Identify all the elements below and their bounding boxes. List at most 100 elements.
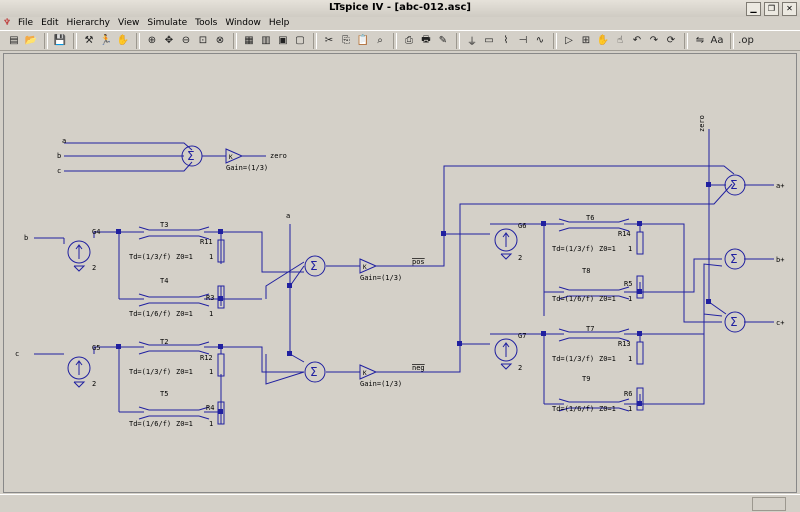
toolbar-separator <box>456 32 460 49</box>
rotate-icon[interactable]: ⟳ <box>666 35 676 46</box>
gain-pos-label: Gain=(1/3) <box>360 274 402 282</box>
open-icon[interactable]: 📂 <box>24 35 38 46</box>
r12-label: R12 <box>200 354 213 362</box>
zoom-full-icon[interactable]: ⊡ <box>198 35 208 46</box>
find-icon[interactable]: ⌕ <box>377 35 383 46</box>
spice-directive-icon[interactable]: .op <box>738 35 754 46</box>
menu-file[interactable]: File <box>18 18 34 28</box>
app-icon[interactable]: ♆ <box>2 18 12 28</box>
cut-icon[interactable]: ✂ <box>324 35 334 46</box>
menu-tools[interactable]: Tools <box>195 18 218 28</box>
new-schematic-icon[interactable]: ▤ <box>9 35 19 46</box>
r14-value: 1 <box>628 245 632 253</box>
run-icon[interactable]: 🏃 <box>99 35 113 46</box>
zero-in-label: zero <box>698 115 706 132</box>
zoom-out-icon[interactable]: ⊖ <box>181 35 191 46</box>
menu-help[interactable]: Help <box>268 18 290 28</box>
toolbar-separator <box>73 32 77 49</box>
menu-view[interactable]: View <box>118 18 140 28</box>
t5-td: Td=(1/6/f) <box>129 420 171 428</box>
t2-z0: Z0=1 <box>176 368 193 376</box>
menu-simulate[interactable]: Simulate <box>147 18 188 28</box>
t9-name: T9 <box>582 375 590 383</box>
r3-label: R3 <box>206 294 214 302</box>
title-bar: LTspice IV - [abc-012.asc] ▁ ❐ ✕ <box>0 0 800 18</box>
t3-z0: Z0=1 <box>176 253 193 261</box>
status-panel <box>752 497 786 511</box>
t5-z0: Z0=1 <box>176 420 193 428</box>
t4-td: Td=(1/6/f) <box>129 310 171 318</box>
a-plus-label: a+ <box>776 182 784 190</box>
toolbar-separator <box>553 32 557 49</box>
control-panel-icon[interactable]: ⚒ <box>84 35 94 46</box>
node-a-label: a <box>286 212 290 220</box>
diode-icon[interactable]: ▷ <box>565 35 573 46</box>
gain-neg-label: Gain=(1/3) <box>360 380 402 388</box>
t7-td: Td=(1/3/f) <box>552 355 594 363</box>
text-icon[interactable]: Aa <box>710 35 724 46</box>
paste-icon[interactable]: 📋 <box>356 35 370 46</box>
move-icon[interactable]: ✋ <box>596 35 610 46</box>
halt-icon[interactable]: ✋ <box>116 35 130 46</box>
zoom-in-icon[interactable]: ⊕ <box>147 35 157 46</box>
t2-name: T2 <box>160 338 168 346</box>
status-bar <box>0 494 800 512</box>
r11-value: 1 <box>209 253 213 261</box>
inductor-icon[interactable]: ∿ <box>535 35 545 46</box>
t5-name: T5 <box>160 390 168 398</box>
tile-icon[interactable]: ▥ <box>261 35 271 46</box>
label-icon[interactable]: ▭ <box>484 35 494 46</box>
r6-value: 1 <box>628 405 632 413</box>
t4-name: T4 <box>160 277 168 285</box>
schematic-canvas[interactable]: Σ <box>3 53 797 493</box>
menu-edit[interactable]: Edit <box>41 18 59 28</box>
close-button[interactable]: ✕ <box>782 2 797 16</box>
redo-icon[interactable]: ↷ <box>649 35 659 46</box>
mirror-icon[interactable]: ⇋ <box>695 35 705 46</box>
window-controls: ▁ ❐ ✕ <box>746 2 797 16</box>
pos-label: pos <box>412 258 425 266</box>
r13-label: R13 <box>618 340 631 348</box>
minimize-button[interactable]: ▁ <box>746 2 761 16</box>
cascade-icon[interactable]: ▣ <box>278 35 288 46</box>
r5-value: 1 <box>628 295 632 303</box>
copy-icon[interactable]: ⎘ <box>342 35 350 46</box>
print-icon[interactable]: 🖶 <box>421 34 431 45</box>
r13-value: 1 <box>628 355 632 363</box>
g7-label: G7 <box>518 332 526 340</box>
r4-label: R4 <box>206 404 214 412</box>
save-icon[interactable]: 💾 <box>53 35 67 46</box>
t6-td: Td=(1/3/f) <box>552 245 594 253</box>
resistors <box>217 231 644 425</box>
restore-button[interactable]: ❐ <box>764 2 779 16</box>
t7-z0: Z0=1 <box>599 355 616 363</box>
menu-bar: ♆ File Edit Hierarchy View Simulate Tool… <box>0 17 800 29</box>
drag-icon[interactable]: ☝ <box>616 35 624 46</box>
ground-icon[interactable]: ⏚ <box>467 37 477 48</box>
r4-value: 1 <box>209 420 213 428</box>
close-windows-icon[interactable]: ▢ <box>295 35 305 46</box>
menu-hierarchy[interactable]: Hierarchy <box>66 18 111 28</box>
menu-window[interactable]: Window <box>225 18 261 28</box>
t6-name: T6 <box>586 214 594 222</box>
undo-icon[interactable]: ↶ <box>632 35 642 46</box>
r3-value: 1 <box>209 310 213 318</box>
g5-value: 2 <box>92 380 96 388</box>
component-icon[interactable]: ⊞ <box>581 35 591 46</box>
cancel-icon[interactable]: ⊗ <box>215 35 225 46</box>
gain-top-label: Gain=(1/3) <box>226 164 268 172</box>
input-c2-label: c <box>15 350 19 358</box>
r6-label: R6 <box>624 390 632 398</box>
pan-icon[interactable]: ✥ <box>164 35 174 46</box>
gain-blocks <box>225 148 378 380</box>
input-b2-label: b <box>24 234 28 242</box>
t8-td: Td=(1/6/f) <box>552 295 594 303</box>
g4-value: 2 <box>92 264 96 272</box>
print-setup-icon[interactable]: ⎙ <box>405 35 413 46</box>
draw-wire-icon[interactable]: ✎ <box>438 35 448 46</box>
resistor-icon[interactable]: ⌇ <box>503 35 509 46</box>
r12-value: 1 <box>209 368 213 376</box>
capacitor-icon[interactable]: ⊣ <box>518 35 528 46</box>
input-b-label: b <box>57 152 61 160</box>
pick-visible-traces-icon[interactable]: ▦ <box>244 35 254 46</box>
